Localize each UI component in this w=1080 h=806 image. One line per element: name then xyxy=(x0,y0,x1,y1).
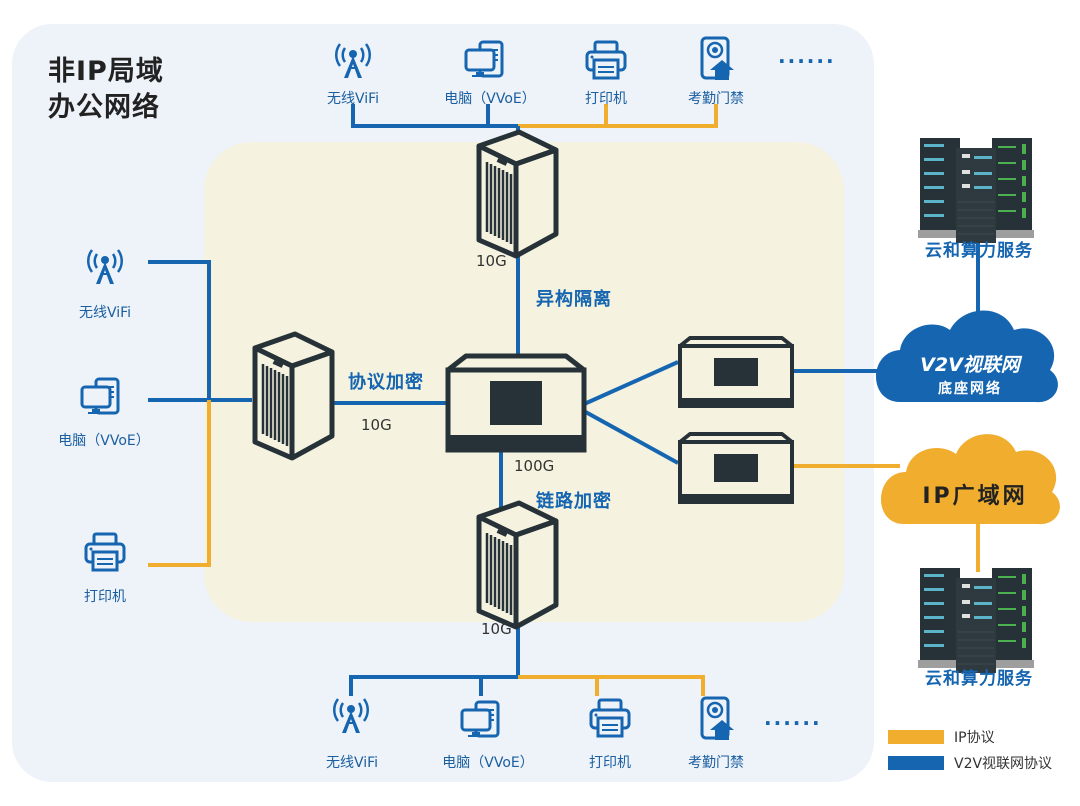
access-control-icon xyxy=(700,36,736,82)
top-link-speed: 10G xyxy=(476,252,507,270)
legend-label: V2V视联网协议 xyxy=(954,756,1053,772)
core-link-speed: 100G xyxy=(514,457,555,475)
legend-swatch-v2v xyxy=(888,756,944,770)
server-rack-icon xyxy=(917,137,1035,244)
legend-item-v2v: V2V视联网协议 xyxy=(888,753,1052,773)
bottom-device-label: 打印机 xyxy=(589,755,631,771)
title-line-2: 办公网络 xyxy=(48,92,160,123)
v2v-cloud-subtitle: 底座网络 xyxy=(938,381,1002,397)
wifi-tower-icon xyxy=(334,42,372,80)
core-to-v2v-gateway xyxy=(581,360,679,407)
left-device-label: 电脑（VVoE） xyxy=(58,433,150,449)
bottom-device-label: 电脑（VVoE） xyxy=(442,755,534,771)
ip-cloud-icon xyxy=(880,434,1060,525)
ip-cloud-label: IP广域网 xyxy=(922,484,1028,509)
computer-icon xyxy=(464,40,504,79)
v2v-cloud-brand: V2V视联网 xyxy=(920,354,1020,376)
top-device-label: 电脑（VVoE） xyxy=(444,91,536,107)
left-link-tag: 协议加密 xyxy=(348,372,424,393)
legend-swatch-ip xyxy=(888,730,944,744)
bottom-more-indicator: ...... xyxy=(764,706,822,730)
top-switch-icon xyxy=(479,132,556,256)
title-line-1: 非IP局域 xyxy=(48,56,164,87)
bottom-device-label: 考勤门禁 xyxy=(688,755,744,771)
left-switch-icon xyxy=(255,334,332,458)
printer-icon xyxy=(585,40,627,80)
v2v-cloud-icon xyxy=(876,310,1058,403)
server-rack-icon xyxy=(917,567,1035,674)
wifi-tower-icon xyxy=(332,697,370,735)
bottom-device-label: 无线ViFi xyxy=(325,755,379,771)
bottom-link-tag: 链路加密 xyxy=(536,491,612,512)
printer-icon xyxy=(84,532,126,572)
top-device-label: 考勤门禁 xyxy=(688,91,744,107)
core-to-ip-gateway xyxy=(581,408,679,465)
left-device-label: 打印机 xyxy=(84,589,126,605)
core-device-icon xyxy=(445,353,587,453)
computer-icon xyxy=(460,700,500,739)
wifi-tower-icon xyxy=(86,248,124,286)
printer-icon xyxy=(589,698,631,738)
cloud-service-label-top: 云和算力服务 xyxy=(925,241,1033,261)
bottom-bus xyxy=(349,620,705,696)
cloud-service-label-bottom: 云和算力服务 xyxy=(925,669,1033,689)
ip-gateway-icon xyxy=(678,432,794,506)
legend: IP协议 V2V视联网协议 xyxy=(888,727,1052,773)
top-more-indicator: ...... xyxy=(778,44,836,68)
legend-item-ip: IP协议 xyxy=(888,727,1052,747)
bottom-link-speed: 10G xyxy=(481,620,512,638)
top-device-label: 打印机 xyxy=(585,91,627,107)
v2v-gateway-icon xyxy=(678,336,794,410)
legend-label: IP协议 xyxy=(954,730,995,746)
left-bus xyxy=(148,260,252,567)
bottom-switch-icon xyxy=(479,503,556,627)
top-device-label: 无线ViFi xyxy=(326,91,380,107)
access-control-icon xyxy=(700,696,736,742)
top-link-tag: 异构隔离 xyxy=(536,289,612,310)
diagram-title: 非IP局域 办公网络 xyxy=(48,54,164,126)
computer-icon xyxy=(80,377,120,416)
left-device-label: 无线ViFi xyxy=(78,305,132,321)
left-link-speed: 10G xyxy=(361,416,392,434)
